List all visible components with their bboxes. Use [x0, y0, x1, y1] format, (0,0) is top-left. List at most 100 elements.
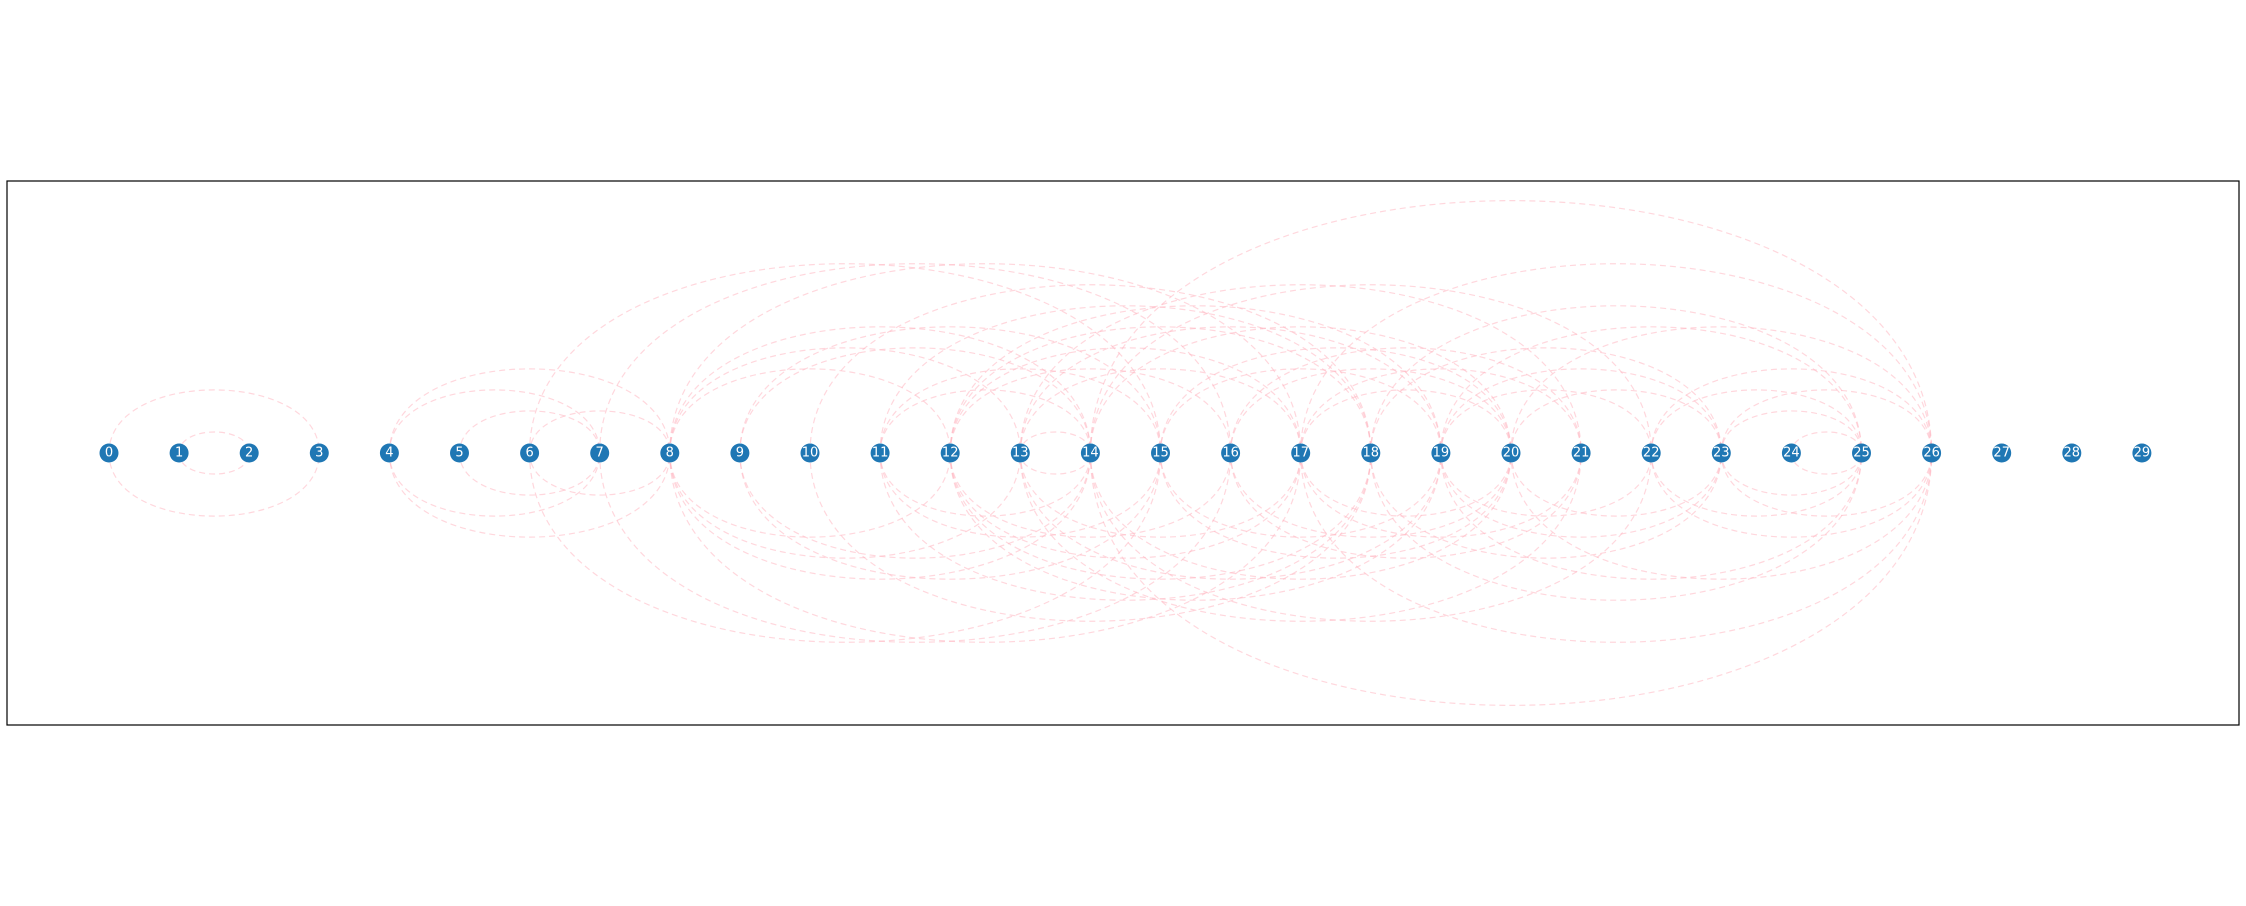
node-marker — [2062, 443, 2082, 463]
edge-8-14-lower — [669, 452, 1091, 580]
edge-10-18-lower — [809, 452, 1372, 622]
node-label: 18 — [1363, 446, 1380, 461]
edge-13-19-upper — [1019, 326, 1442, 454]
node-label: 17 — [1292, 446, 1309, 461]
edge-13-21-lower — [1019, 452, 1582, 622]
edge-12-17-lower — [949, 452, 1302, 559]
node-11: 11 — [870, 443, 890, 463]
edge-20-26-lower — [1510, 452, 1933, 580]
node-label: 21 — [1573, 446, 1590, 461]
edge-15-20-upper — [1159, 347, 1512, 454]
node-marker — [2132, 443, 2152, 463]
edge-9-14-upper — [739, 347, 1091, 454]
edge-13-21-upper — [1019, 284, 1582, 454]
node-7: 7 — [590, 443, 610, 463]
node-label: 10 — [802, 446, 819, 461]
edge-24-25-lower — [1790, 452, 1863, 475]
node-label: 16 — [1222, 446, 1239, 461]
edge-19-23-lower — [1440, 452, 1722, 538]
node-label: 23 — [1713, 446, 1730, 461]
node-0: 0 — [99, 443, 119, 463]
node-marker — [379, 443, 399, 463]
edge-20-26-upper — [1510, 326, 1933, 454]
edge-19-22-lower — [1440, 452, 1652, 517]
node-17: 17 — [1291, 443, 1311, 463]
node-marker — [1922, 443, 1942, 463]
edge-23-25-upper — [1720, 410, 1863, 454]
plot-frame — [6, 180, 2240, 726]
edge-12-18-lower — [949, 452, 1372, 580]
edge-23-25-lower — [1720, 452, 1863, 496]
edge-11-14-upper — [879, 389, 1091, 454]
edge-15-20-lower — [1159, 452, 1512, 559]
edge-8-13-upper — [669, 347, 1021, 454]
edge-17-26-lower — [1300, 452, 1933, 643]
edge-15-19-lower — [1159, 452, 1442, 538]
edge-4-7-lower — [388, 452, 601, 517]
edge-1-2-upper — [178, 431, 250, 454]
edge-13-14-upper — [1019, 431, 1091, 454]
node-marker — [870, 443, 890, 463]
edge-7-16-lower — [599, 452, 1232, 643]
edge-22-26-lower — [1650, 452, 1933, 538]
node-6: 6 — [520, 443, 540, 463]
node-marker — [1641, 443, 1661, 463]
node-26: 26 — [1922, 443, 1942, 463]
edge-23-26-upper — [1720, 389, 1933, 454]
node-marker — [1151, 443, 1170, 463]
edge-19-23-upper — [1440, 368, 1722, 454]
node-marker — [1221, 443, 1241, 463]
edge-8-17-lower — [669, 452, 1302, 643]
edge-6-15-upper — [529, 263, 1162, 454]
edge-23-26-lower — [1720, 452, 1933, 517]
node-label: 7 — [596, 446, 604, 461]
node-10: 10 — [800, 443, 820, 463]
node-8: 8 — [660, 443, 680, 463]
edge-17-21-upper — [1300, 368, 1582, 454]
node-marker — [660, 443, 680, 463]
edge-18-23-lower — [1370, 452, 1722, 559]
edge-20-23-lower — [1510, 452, 1722, 517]
edge-11-15-lower — [879, 452, 1162, 538]
node-4: 4 — [379, 443, 399, 463]
node-label: 24 — [1783, 446, 1800, 461]
node-label: 1 — [175, 446, 183, 461]
edge-9-14-lower — [739, 452, 1091, 559]
node-label: 0 — [105, 446, 113, 461]
node-marker — [1361, 443, 1381, 463]
edge-4-7-upper — [388, 389, 601, 454]
node-24: 24 — [1781, 443, 1801, 463]
edge-18-25-lower — [1370, 452, 1863, 601]
edge-9-15-upper — [739, 326, 1162, 454]
node-label: 12 — [942, 446, 959, 461]
edge-15-19-upper — [1159, 368, 1442, 454]
node-16: 16 — [1221, 443, 1241, 463]
node-28: 28 — [2062, 443, 2082, 463]
edge-8-17-upper — [669, 263, 1302, 454]
edge-12-19-lower — [949, 452, 1442, 601]
node-5: 5 — [450, 443, 469, 463]
node-marker — [1781, 443, 1801, 463]
edge-12-18-upper — [949, 326, 1372, 454]
node-2: 2 — [239, 443, 259, 463]
node-13: 13 — [1010, 443, 1030, 463]
node-label: 29 — [2134, 446, 2151, 461]
node-21: 21 — [1571, 443, 1591, 463]
node-20: 20 — [1501, 443, 1521, 463]
node-1: 1 — [169, 443, 189, 463]
node-marker — [1431, 443, 1451, 463]
node-marker — [99, 443, 119, 463]
node-9: 9 — [730, 443, 750, 463]
edge-12-16-upper — [949, 368, 1232, 454]
node-15: 15 — [1151, 443, 1170, 463]
edge-7-16-upper — [599, 263, 1232, 454]
node-label: 3 — [315, 446, 323, 461]
node-marker — [590, 443, 610, 463]
node-label: 4 — [385, 446, 393, 461]
edge-14-22-lower — [1089, 452, 1652, 622]
node-marker — [730, 443, 750, 463]
edge-12-16-lower — [949, 452, 1232, 538]
edge-13-19-lower — [1019, 452, 1442, 580]
